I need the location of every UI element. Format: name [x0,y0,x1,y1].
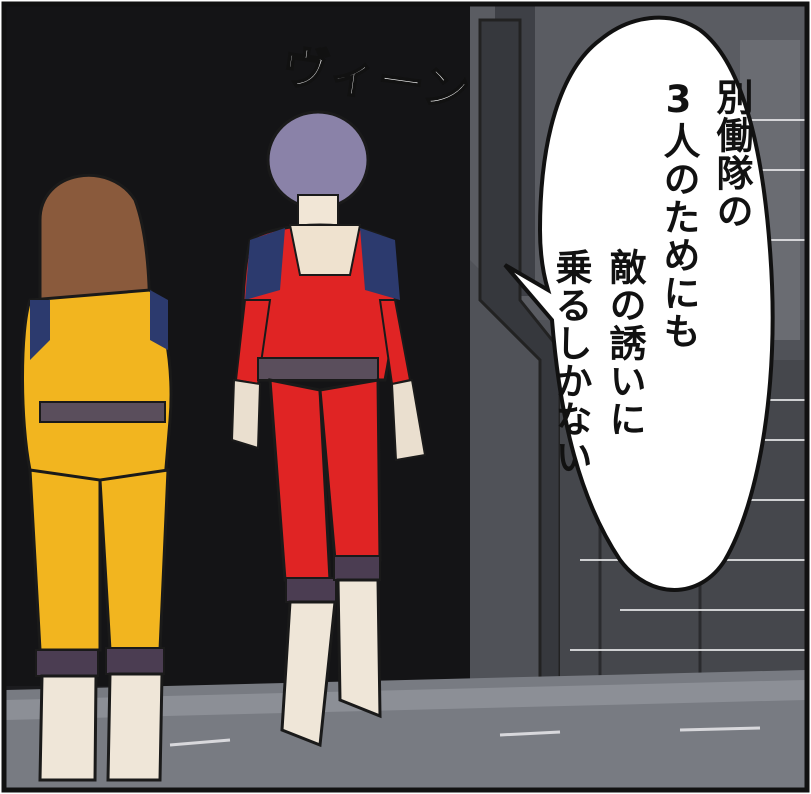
speech-bubble [503,15,775,592]
speech-line-2: 3人のためにも [657,78,700,350]
speech-line-4: 乗るしかない [549,248,592,476]
speech-line-3: 敵の誘いに [603,248,646,438]
speech-line-1: 別働隊の [710,78,753,230]
yellow-suit-character [21,173,173,782]
red-suit-character [230,110,427,748]
